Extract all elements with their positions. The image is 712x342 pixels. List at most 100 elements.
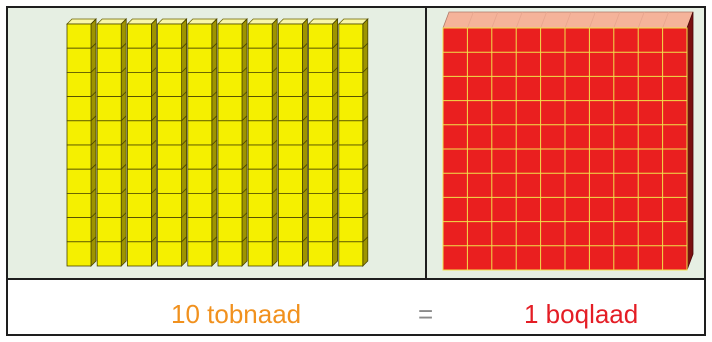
rod [218,19,247,266]
unit-cube [309,145,333,169]
unit-cube [188,121,212,145]
unit-cube [278,218,302,242]
unit-cube [127,169,151,193]
unit-cube [158,48,182,72]
hundred-flat-label: 1 boqlaad [524,294,638,334]
unit-cube [278,169,302,193]
unit-cube [248,242,272,266]
unit-cube [339,72,363,96]
unit-cube [97,121,121,145]
rod [309,19,338,266]
unit-cube [218,48,242,72]
unit-cube [67,193,91,217]
hundred-flat [443,12,693,270]
unit-cube [218,121,242,145]
unit-cube [248,24,272,48]
unit-cube [339,193,363,217]
unit-cube [158,97,182,121]
unit-cube [67,145,91,169]
unit-cube [67,218,91,242]
unit-cube [309,48,333,72]
unit-cube [97,24,121,48]
unit-cube [248,97,272,121]
unit-cube [248,121,272,145]
unit-cube [309,169,333,193]
unit-cube [127,72,151,96]
unit-cube [158,24,182,48]
unit-cube [158,242,182,266]
unit-cube [248,218,272,242]
unit-cube [218,242,242,266]
unit-cube [127,24,151,48]
unit-cube [248,169,272,193]
unit-cube [278,193,302,217]
unit-cube [339,121,363,145]
unit-cube [127,97,151,121]
rod [339,19,368,266]
unit-cube [188,242,212,266]
unit-cube [97,72,121,96]
unit-cube [188,48,212,72]
unit-cube [218,97,242,121]
unit-cube [158,193,182,217]
unit-cube [218,169,242,193]
unit-cube [309,193,333,217]
unit-cube [158,145,182,169]
unit-cube [339,145,363,169]
unit-cube [97,145,121,169]
unit-cube [67,242,91,266]
unit-cube [339,242,363,266]
unit-cube [278,48,302,72]
unit-cube [127,121,151,145]
unit-cube [218,193,242,217]
unit-cube [309,97,333,121]
unit-cube [248,145,272,169]
unit-cube [339,169,363,193]
rod [127,19,156,266]
unit-cube [278,72,302,96]
unit-cube [67,97,91,121]
unit-cube [309,242,333,266]
unit-cube [127,242,151,266]
unit-cube [309,218,333,242]
unit-cube [67,72,91,96]
unit-cube [127,193,151,217]
unit-cube [248,193,272,217]
rod [158,19,187,266]
unit-cube [188,24,212,48]
unit-cube [218,24,242,48]
rod [248,19,277,266]
unit-cube [97,218,121,242]
rod [97,19,126,266]
unit-cube [67,24,91,48]
unit-cube [67,48,91,72]
unit-cube [188,97,212,121]
unit-cube [188,169,212,193]
unit-cube [218,218,242,242]
unit-cube [278,121,302,145]
unit-cube [158,218,182,242]
unit-cube [127,218,151,242]
unit-cube [67,121,91,145]
unit-cube [158,72,182,96]
unit-cube [67,169,91,193]
unit-cube [188,145,212,169]
unit-cube [218,145,242,169]
unit-cube [97,169,121,193]
unit-cube [339,218,363,242]
rod [188,19,217,266]
unit-cube [97,193,121,217]
unit-cube [278,97,302,121]
unit-cube [339,48,363,72]
unit-cube [339,24,363,48]
unit-cube [309,72,333,96]
unit-cube [218,72,242,96]
rod [278,19,307,266]
unit-cube [97,242,121,266]
unit-cube [188,218,212,242]
unit-cube [97,97,121,121]
ten-rods-label: 10 tobnaad [171,294,301,334]
unit-cube [97,48,121,72]
unit-cube [127,145,151,169]
